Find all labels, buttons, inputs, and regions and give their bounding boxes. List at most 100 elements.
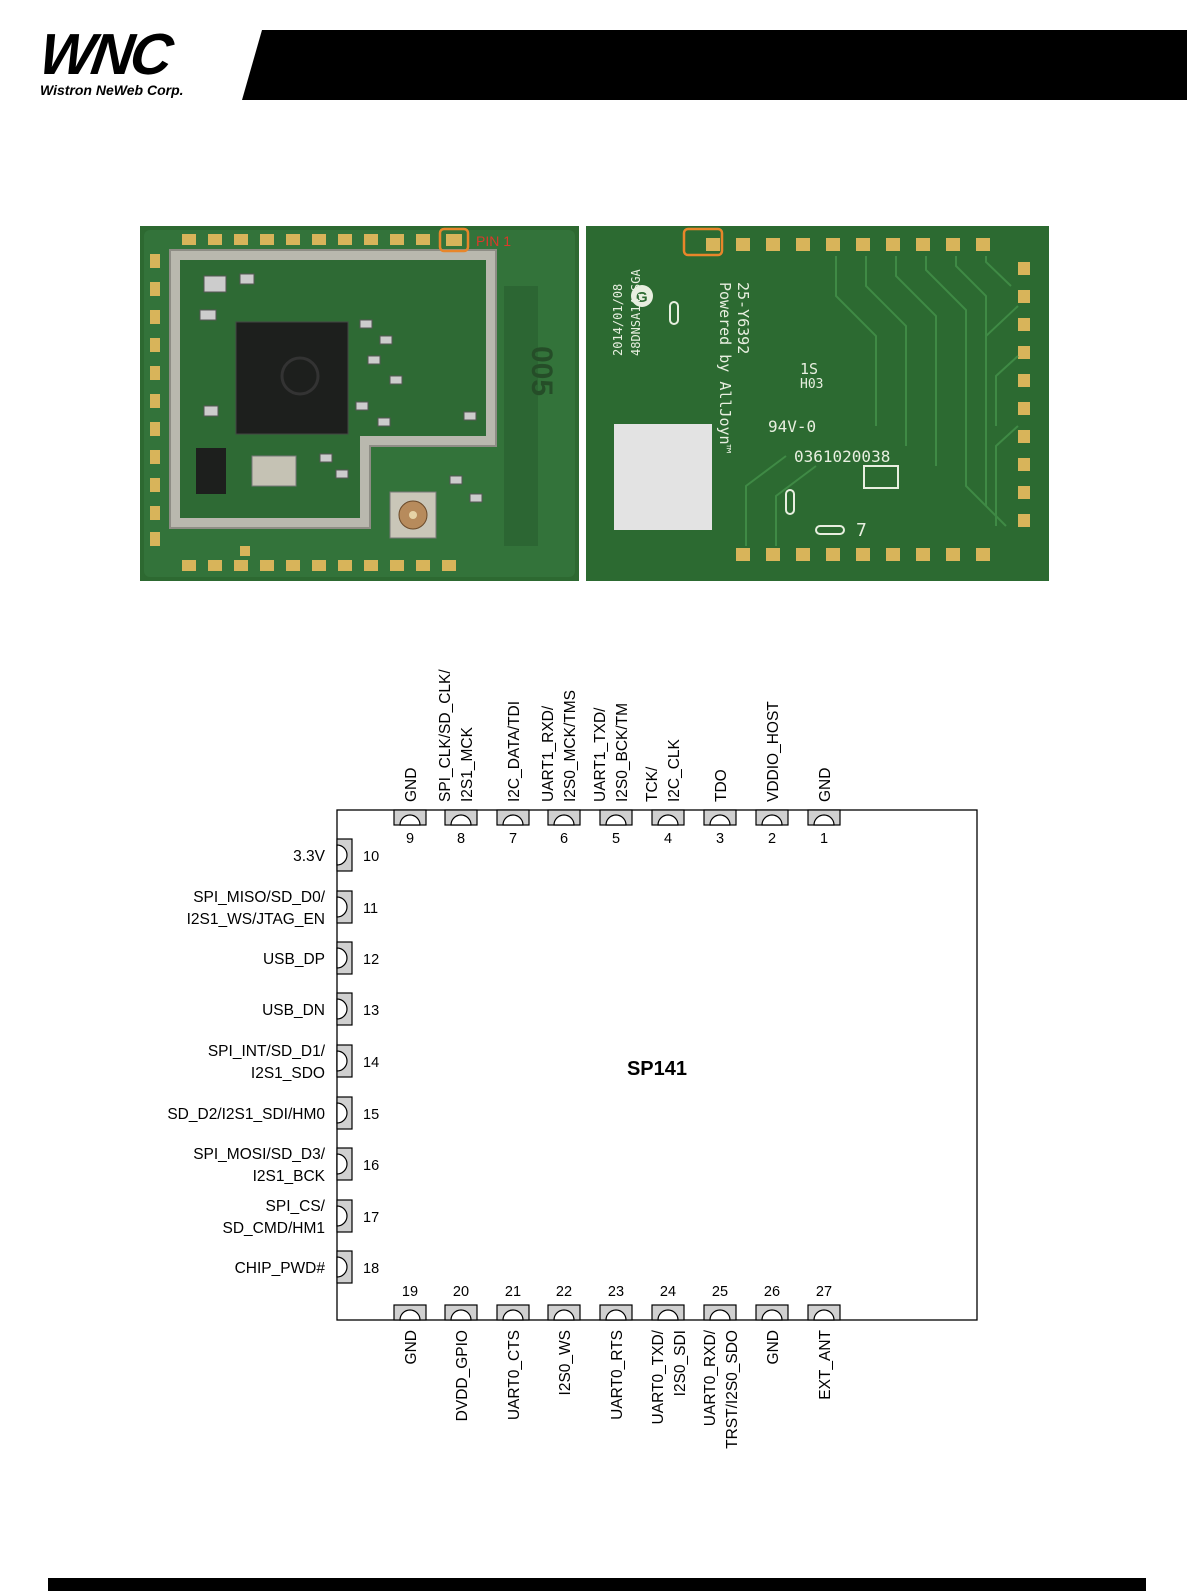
g-logo-icon — [631, 285, 653, 307]
pin-1: 1 GND — [807, 768, 841, 847]
wnc-logo: WNC — [35, 22, 175, 87]
pin-9: 9 GND — [393, 768, 427, 847]
pin-number: 21 — [505, 1284, 521, 1300]
pin-notch — [709, 1309, 731, 1321]
pin-notch — [450, 814, 472, 826]
pin-label: SPI_INT/SD_D1/ — [208, 1043, 326, 1060]
pin1-highlight-box-bottom — [682, 227, 724, 257]
pin-label: I2S1_SDO — [251, 1065, 325, 1082]
pin-notch — [605, 1309, 627, 1321]
pin-notch — [336, 998, 348, 1020]
pin-label: I2S0_BCK/TM — [614, 703, 631, 802]
pin-number: 12 — [363, 952, 379, 968]
pin-label: SPI_MOSI/SD_D3/ — [193, 1146, 325, 1163]
date-code: 2014/01/08 — [611, 284, 625, 356]
pin-notch — [761, 1309, 783, 1321]
pin-notch — [813, 1309, 835, 1321]
pin-number: 5 — [612, 831, 620, 847]
pin-label: TDO — [713, 769, 730, 802]
pin-number: 3 — [716, 831, 724, 847]
main-soc-chip — [235, 321, 349, 435]
pin-number: 16 — [363, 1158, 379, 1174]
pin-number: 26 — [764, 1284, 780, 1300]
pin-label: SPI_CLK/SD_CLK/ — [437, 669, 454, 802]
pin-label: EXT_ANT — [817, 1329, 834, 1399]
pin-notch — [336, 1050, 348, 1072]
g-logo-letter: G — [636, 289, 648, 306]
pin-notch — [657, 814, 679, 826]
crystal — [251, 455, 297, 487]
pin-number: 18 — [363, 1261, 379, 1277]
left-edge-pads — [150, 254, 160, 546]
pin-label: SD_D2/I2S1_SDI/HM0 — [167, 1106, 325, 1123]
pin-label: I2S1_BCK — [253, 1168, 326, 1185]
label-patch — [614, 424, 712, 530]
pin-notch — [336, 1153, 348, 1175]
pin-notch — [336, 947, 348, 969]
top-edge-pads — [182, 234, 462, 246]
pin-notch — [450, 1309, 472, 1321]
pin-notch — [605, 814, 627, 826]
module-top-view-photo: 005 PIN 1 — [140, 226, 579, 581]
pin-number: 9 — [406, 831, 414, 847]
pin-notch — [336, 896, 348, 918]
pin-number: 20 — [453, 1284, 469, 1300]
pin-notch — [813, 814, 835, 826]
flammability-mark: 94V-0 — [768, 417, 816, 436]
pin-notch — [336, 1205, 348, 1227]
pin-label: SPI_CS/ — [266, 1198, 326, 1215]
pin-notch — [553, 1309, 575, 1321]
pin-label: UART0_RXD/ — [702, 1329, 719, 1426]
pin-number: 10 — [363, 849, 379, 865]
sp141-pinout-diagram: SP141 9GND8SPI_CLK/SD_CLK/I2S1_MCK7I2C_D… — [167, 669, 978, 1449]
pin-number: 11 — [363, 901, 378, 917]
pin-notch — [553, 814, 575, 826]
pin-number: 24 — [660, 1284, 676, 1300]
chip-name: SP141 — [627, 1058, 687, 1080]
pin-label: DVDD_GPIO — [454, 1330, 471, 1421]
pin-number: 2 — [768, 831, 776, 847]
pin-label: UART0_CTS — [506, 1330, 523, 1420]
pin-label: I2S1_MCK — [459, 726, 476, 802]
logo-subtitle: Wistron NeWeb Corp. — [40, 82, 184, 98]
pin-label: I2S0_SDI — [672, 1330, 689, 1396]
pin1-label: PIN 1 — [476, 233, 511, 249]
pin1-highlight-box — [438, 227, 470, 253]
lot-code: 48DNSA14.SGA — [629, 269, 643, 356]
pin-label: GND — [403, 768, 420, 802]
pin-number: 7 — [509, 831, 517, 847]
module-bottom-view-photo: G 2014/01/08 48DNSA14.SGA 25-Y6392 Power… — [586, 226, 1049, 581]
pin-number: 13 — [363, 1003, 379, 1019]
pin-label: GND — [403, 1330, 420, 1364]
pin-label: I2S0_MCK/TMS — [562, 690, 579, 802]
pin-label: TRST/I2S0_SDO — [724, 1330, 741, 1449]
header-black-bar — [242, 30, 1187, 100]
pin-notch — [657, 1309, 679, 1321]
pin-notch — [502, 814, 524, 826]
pin-number: 27 — [816, 1284, 832, 1300]
pin-label: GND — [817, 768, 834, 802]
pin-number: 22 — [556, 1284, 572, 1300]
pin-label: TCK/ — [644, 766, 661, 802]
pin-notch — [336, 1256, 348, 1278]
pin-number: 23 — [608, 1284, 624, 1300]
pin-number: 1 — [820, 831, 828, 847]
pin-label: I2C_DATA/TDI — [506, 701, 523, 802]
pin-label: 3.3V — [293, 848, 326, 865]
pin-notch — [399, 1309, 421, 1321]
pin-label: GND — [765, 1330, 782, 1364]
pcb-traces — [745, 256, 1019, 546]
